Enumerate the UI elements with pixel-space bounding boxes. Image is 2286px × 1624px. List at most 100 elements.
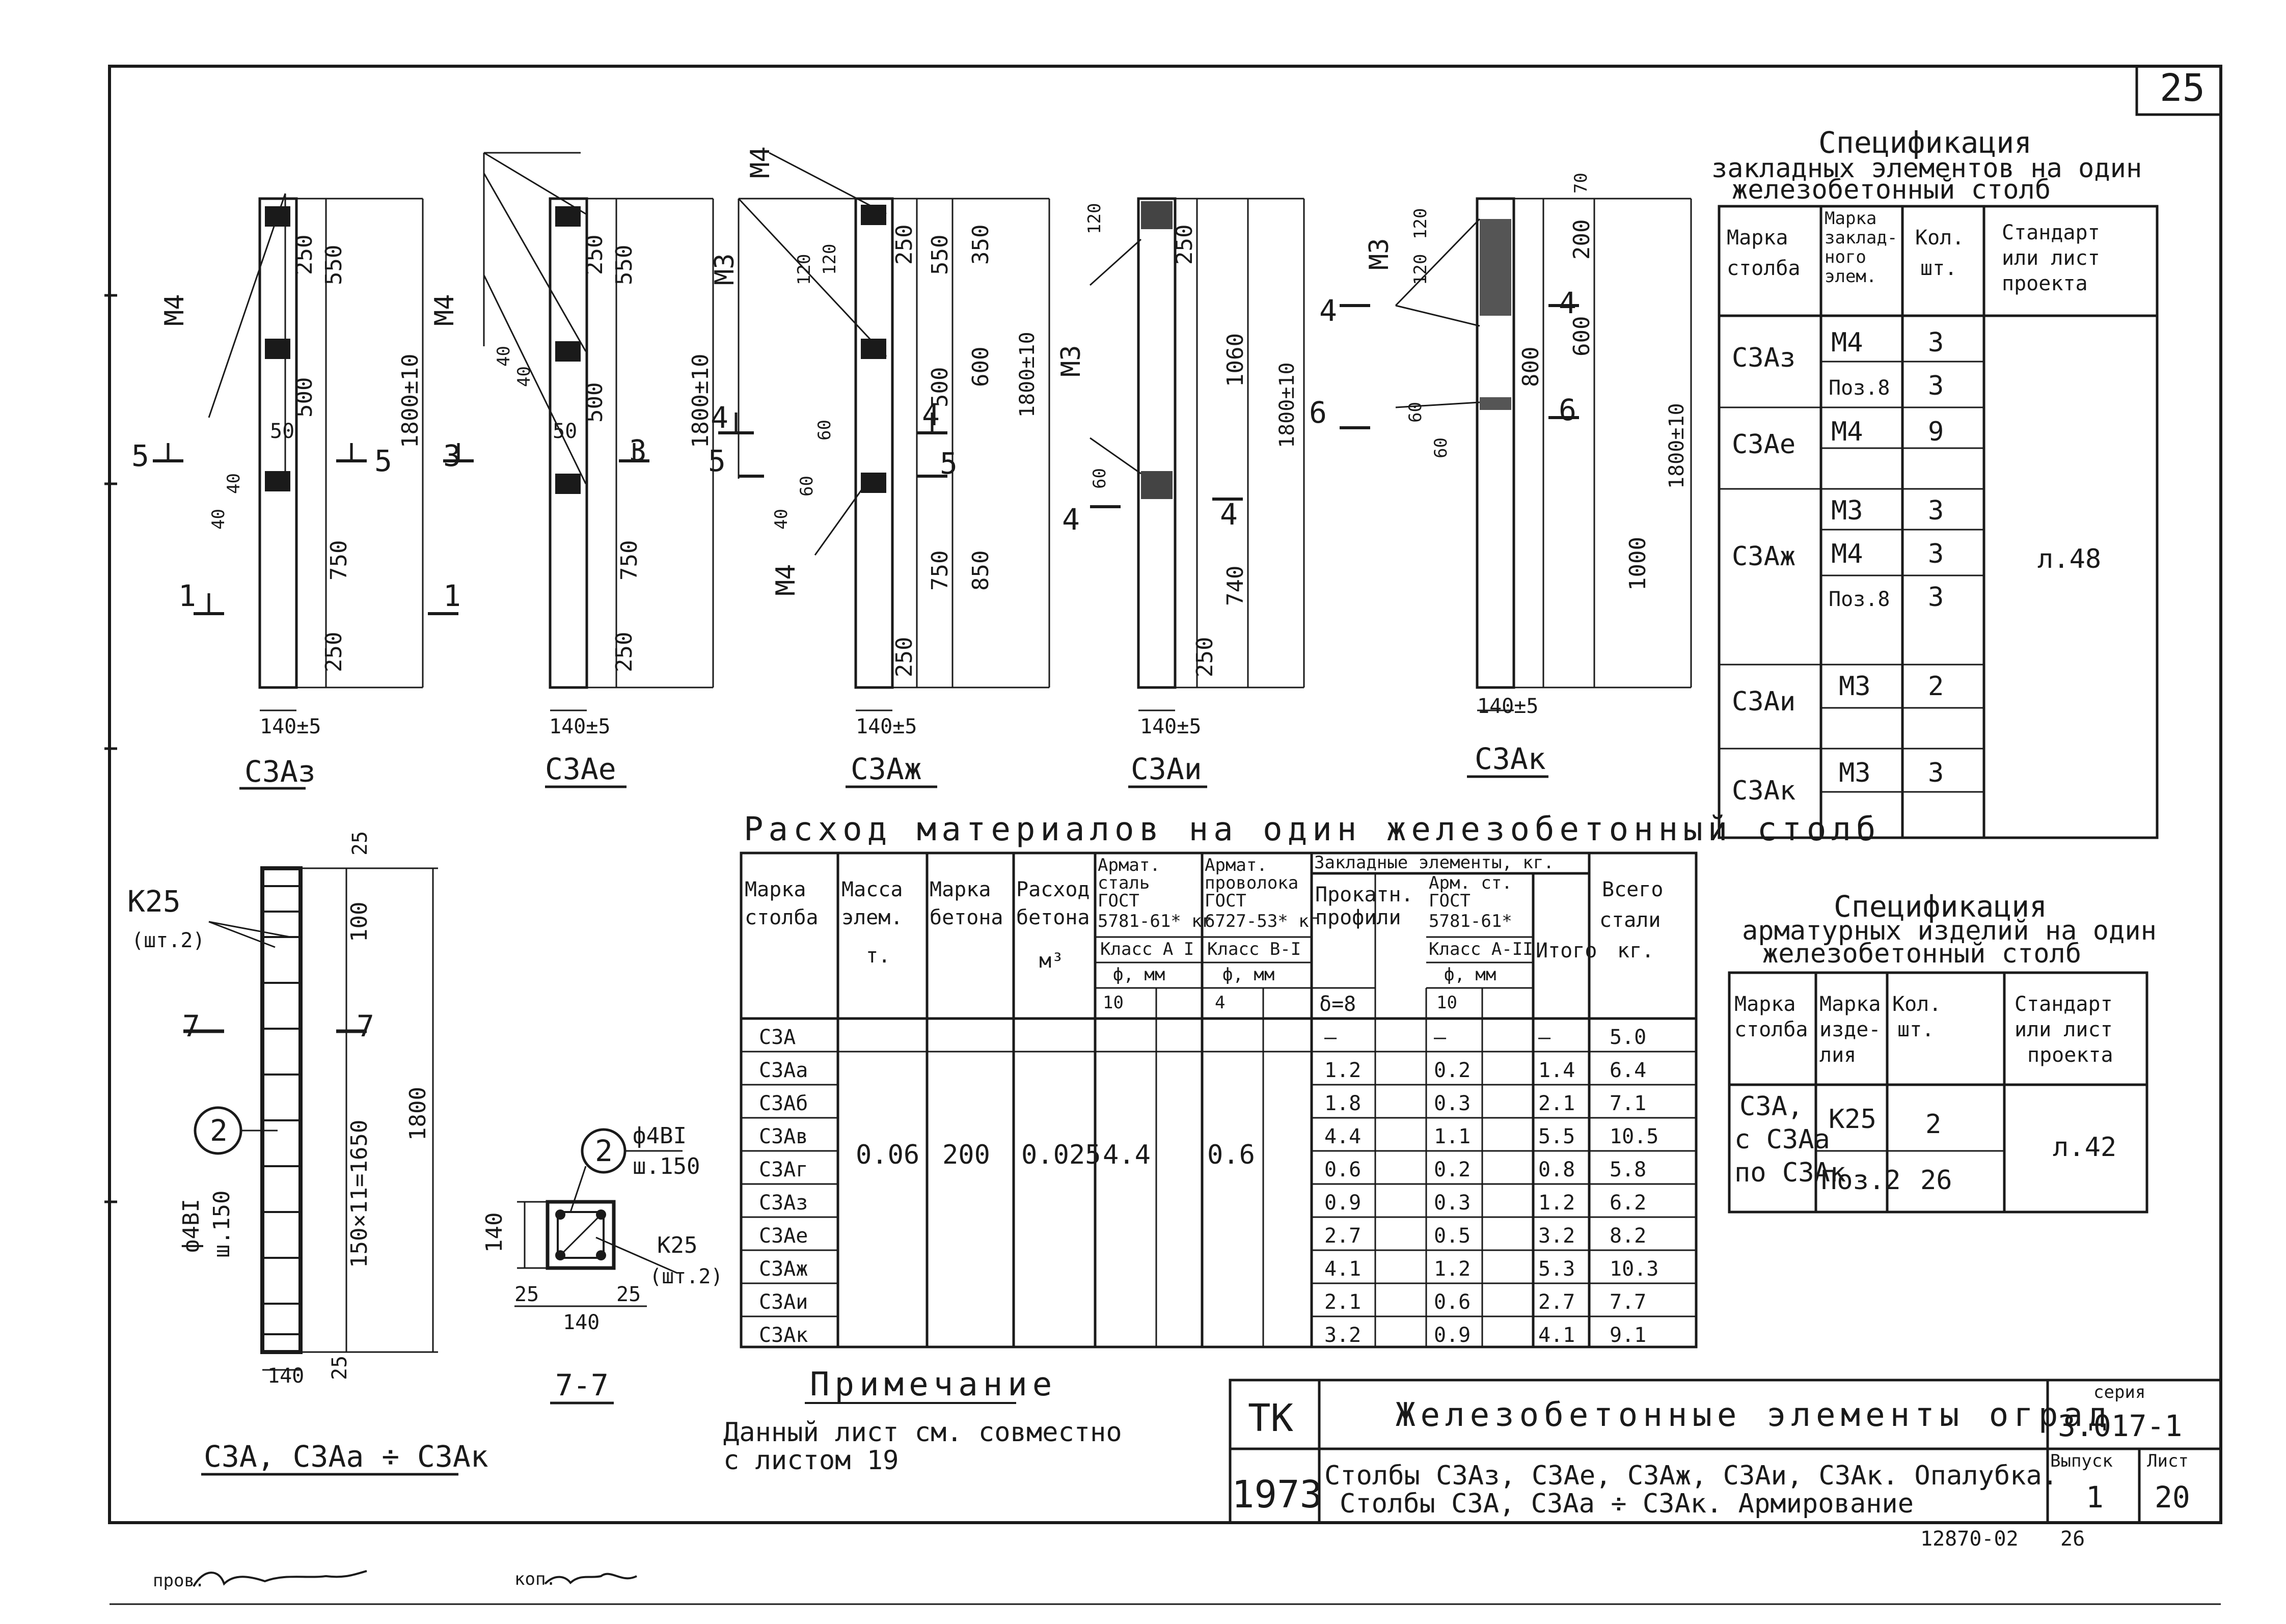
svg-text:3: 3 [1928,496,1944,526]
svg-text:серия: серия [2093,1382,2145,1402]
svg-text:Армат.: Армат. [1205,855,1267,875]
svg-text:140±5: 140±5 [549,715,610,738]
svg-text:40: 40 [771,509,792,530]
svg-text:Выпуск: Выпуск [2050,1451,2113,1471]
svg-text:140: 140 [267,1364,304,1388]
view-c3ae: М4 250 550 500 1800±10 750 250 50 40 40 … [428,152,714,788]
materials-cell: 10.3 [1610,1257,1658,1281]
materials-cell: 5.0 [1610,1026,1646,1049]
svg-text:200: 200 [1569,219,1595,260]
svg-text:элем.: элем. [1825,266,1876,287]
svg-text:500: 500 [291,377,317,418]
svg-text:М4: М4 [771,564,801,596]
svg-text:800: 800 [1518,347,1544,387]
svg-text:Масса: Масса [841,878,903,901]
svg-text:7: 7 [357,1009,374,1043]
svg-text:140: 140 [563,1311,600,1334]
svg-text:ф, мм: ф, мм [1222,965,1274,985]
svg-text:40: 40 [208,509,229,530]
view-label: С3Аж [851,752,922,786]
svg-text:5: 5 [131,438,149,473]
svg-text:750: 750 [326,540,352,581]
view-c3azh: М4 М3 М4 250 550 350 500 600 1800±10 750… [708,146,1050,788]
svg-text:250: 250 [321,632,347,672]
svg-text:5: 5 [374,444,392,478]
svg-text:600: 600 [1569,316,1595,356]
svg-text:26: 26 [1920,1165,1952,1196]
signature-copied [544,1573,637,1585]
materials-cell: 4.1 [1538,1324,1575,1347]
svg-text:(шт.2): (шт.2) [131,929,205,952]
svg-text:4: 4 [1319,293,1337,328]
svg-text:Примечание: Примечание [810,1366,1057,1403]
svg-text:1800±10: 1800±10 [1665,403,1689,489]
svg-text:250: 250 [891,637,917,677]
svg-text:Марка: Марка [1727,226,1788,250]
svg-text:Спецификация: Спецификация [1818,125,2032,160]
svg-text:Кол.: Кол. [1915,226,1964,250]
svg-text:60: 60 [1431,437,1451,458]
binding-marks [104,294,117,1203]
svg-text:5: 5 [708,444,726,478]
svg-text:250: 250 [291,235,317,275]
svg-text:К25: К25 [657,1232,697,1258]
svg-text:740: 740 [1222,566,1248,606]
materials-cell: 3.2 [1538,1224,1575,1248]
svg-text:М3: М3 [1831,496,1863,526]
materials-row-mark: С3Ав [759,1125,808,1148]
svg-text:140±5: 140±5 [1477,695,1538,718]
svg-text:Столбы С3А, С3Аа ÷ С3Ак. Армир: Столбы С3А, С3Аа ÷ С3Ак. Армирование [1340,1489,1914,1519]
svg-text:0.06: 0.06 [856,1140,919,1170]
svg-text:столба: столба [745,906,819,929]
svg-text:лия: лия [1819,1043,1856,1067]
svg-text:1: 1 [443,579,461,613]
materials-cell: 2.1 [1538,1092,1575,1115]
svg-text:25: 25 [328,1356,351,1380]
svg-text:0.6: 0.6 [1207,1140,1255,1170]
materials-cell: — [1324,1026,1337,1049]
materials-cell: 6.4 [1610,1059,1646,1082]
svg-text:Стандарт: Стандарт [2002,221,2100,244]
svg-text:850: 850 [968,550,994,591]
svg-text:м³: м³ [1039,949,1064,973]
title-block: ТК 1973 Железобетонные элементы оград Ст… [1229,1379,2222,1524]
materials-row-mark: С3Аг [759,1158,808,1181]
svg-text:ф4ВI: ф4ВI [178,1199,204,1253]
svg-text:3: 3 [1928,758,1944,788]
materials-cell: 6.2 [1610,1191,1646,1215]
svg-text:С3Аз: С3Аз [1732,343,1795,373]
materials-cell: 1.8 [1324,1092,1361,1115]
materials-cell: 4.1 [1324,1257,1361,1281]
svg-text:проекта: проекта [2002,272,2088,295]
svg-text:120: 120 [1410,208,1431,239]
svg-text:железобетонный столб: железобетонный столб [1762,939,2081,969]
svg-text:или лист: или лист [2015,1018,2113,1041]
svg-text:Марка: Марка [1734,993,1795,1016]
svg-text:1: 1 [2086,1480,2104,1515]
svg-text:с С3Аа: с С3Аа [1734,1124,1830,1155]
svg-text:Закладные элементы, кг.: Закладные элементы, кг. [1314,852,1554,873]
svg-text:500: 500 [582,382,608,423]
svg-text:столба: столба [1734,1018,1808,1041]
svg-text:Спецификация: Спецификация [1834,889,2047,924]
svg-text:3: 3 [1928,327,1944,358]
svg-text:1800±10: 1800±10 [1275,362,1299,448]
materials-cell: 0.6 [1434,1290,1471,1314]
svg-text:3.017-1: 3.017-1 [2058,1409,2182,1443]
svg-text:3: 3 [1928,582,1944,613]
materials-cell: 2.1 [1324,1290,1361,1314]
svg-text:арматурных изделий на один: арматурных изделий на один [1742,916,2157,946]
svg-text:сталь: сталь [1098,873,1150,893]
svg-text:Всего: Всего [1602,878,1663,901]
svg-text:Поз.8: Поз.8 [1829,588,1890,611]
svg-text:6: 6 [1309,395,1327,430]
archive-code: 12870-02 [1920,1527,2019,1551]
svg-text:25: 25 [616,1283,641,1306]
view-label: С3Ае [545,752,616,786]
svg-text:3: 3 [1928,371,1944,401]
svg-text:Итого: Итого [1536,939,1597,962]
materials-cell: 3.2 [1324,1324,1361,1347]
svg-text:Армат.: Армат. [1098,855,1160,875]
svg-text:Класс А-II: Класс А-II [1429,939,1533,959]
